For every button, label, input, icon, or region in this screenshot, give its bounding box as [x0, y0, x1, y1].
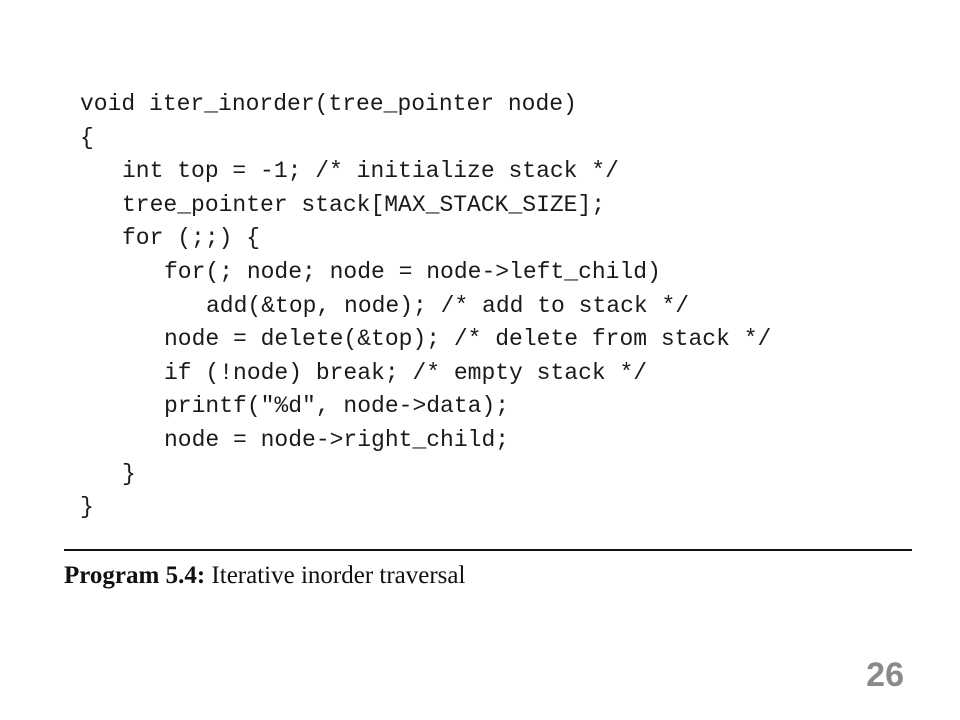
code-line-inner-for: for(; node; node = node->left_child)	[164, 258, 661, 285]
code-line-close-function: }	[80, 494, 94, 521]
code-line-init-top: int top = -1; /* initialize stack */	[122, 158, 619, 185]
page-number: 26	[866, 656, 904, 694]
code-line-stack-decl: tree_pointer stack[MAX_STACK_SIZE];	[122, 191, 606, 218]
program-caption: Program 5.4: Iterative inorder traversal	[64, 562, 465, 590]
caption-label: Program 5.4:	[64, 562, 206, 589]
code-line-function-signature: void iter_inorder(tree_pointer node)	[80, 91, 577, 117]
code-listing: void iter_inorder(tree_pointer node) { i…	[80, 88, 920, 525]
code-line-close-loop: }	[122, 460, 136, 487]
code-line-add: add(&top, node); /* add to stack */	[206, 292, 690, 319]
code-line-delete: node = delete(&top); /* delete from stac…	[164, 326, 772, 353]
caption-text: Iterative inorder traversal	[211, 562, 466, 589]
code-line-break: if (!node) break; /* empty stack */	[164, 359, 648, 386]
caption-divider	[64, 549, 912, 551]
code-line-for-loop: for (;;) {	[122, 225, 261, 252]
code-line-printf: printf("%d", node->data);	[164, 393, 510, 420]
code-line-open-brace: {	[80, 124, 94, 151]
code-line-right-child: node = node->right_child;	[164, 426, 510, 453]
